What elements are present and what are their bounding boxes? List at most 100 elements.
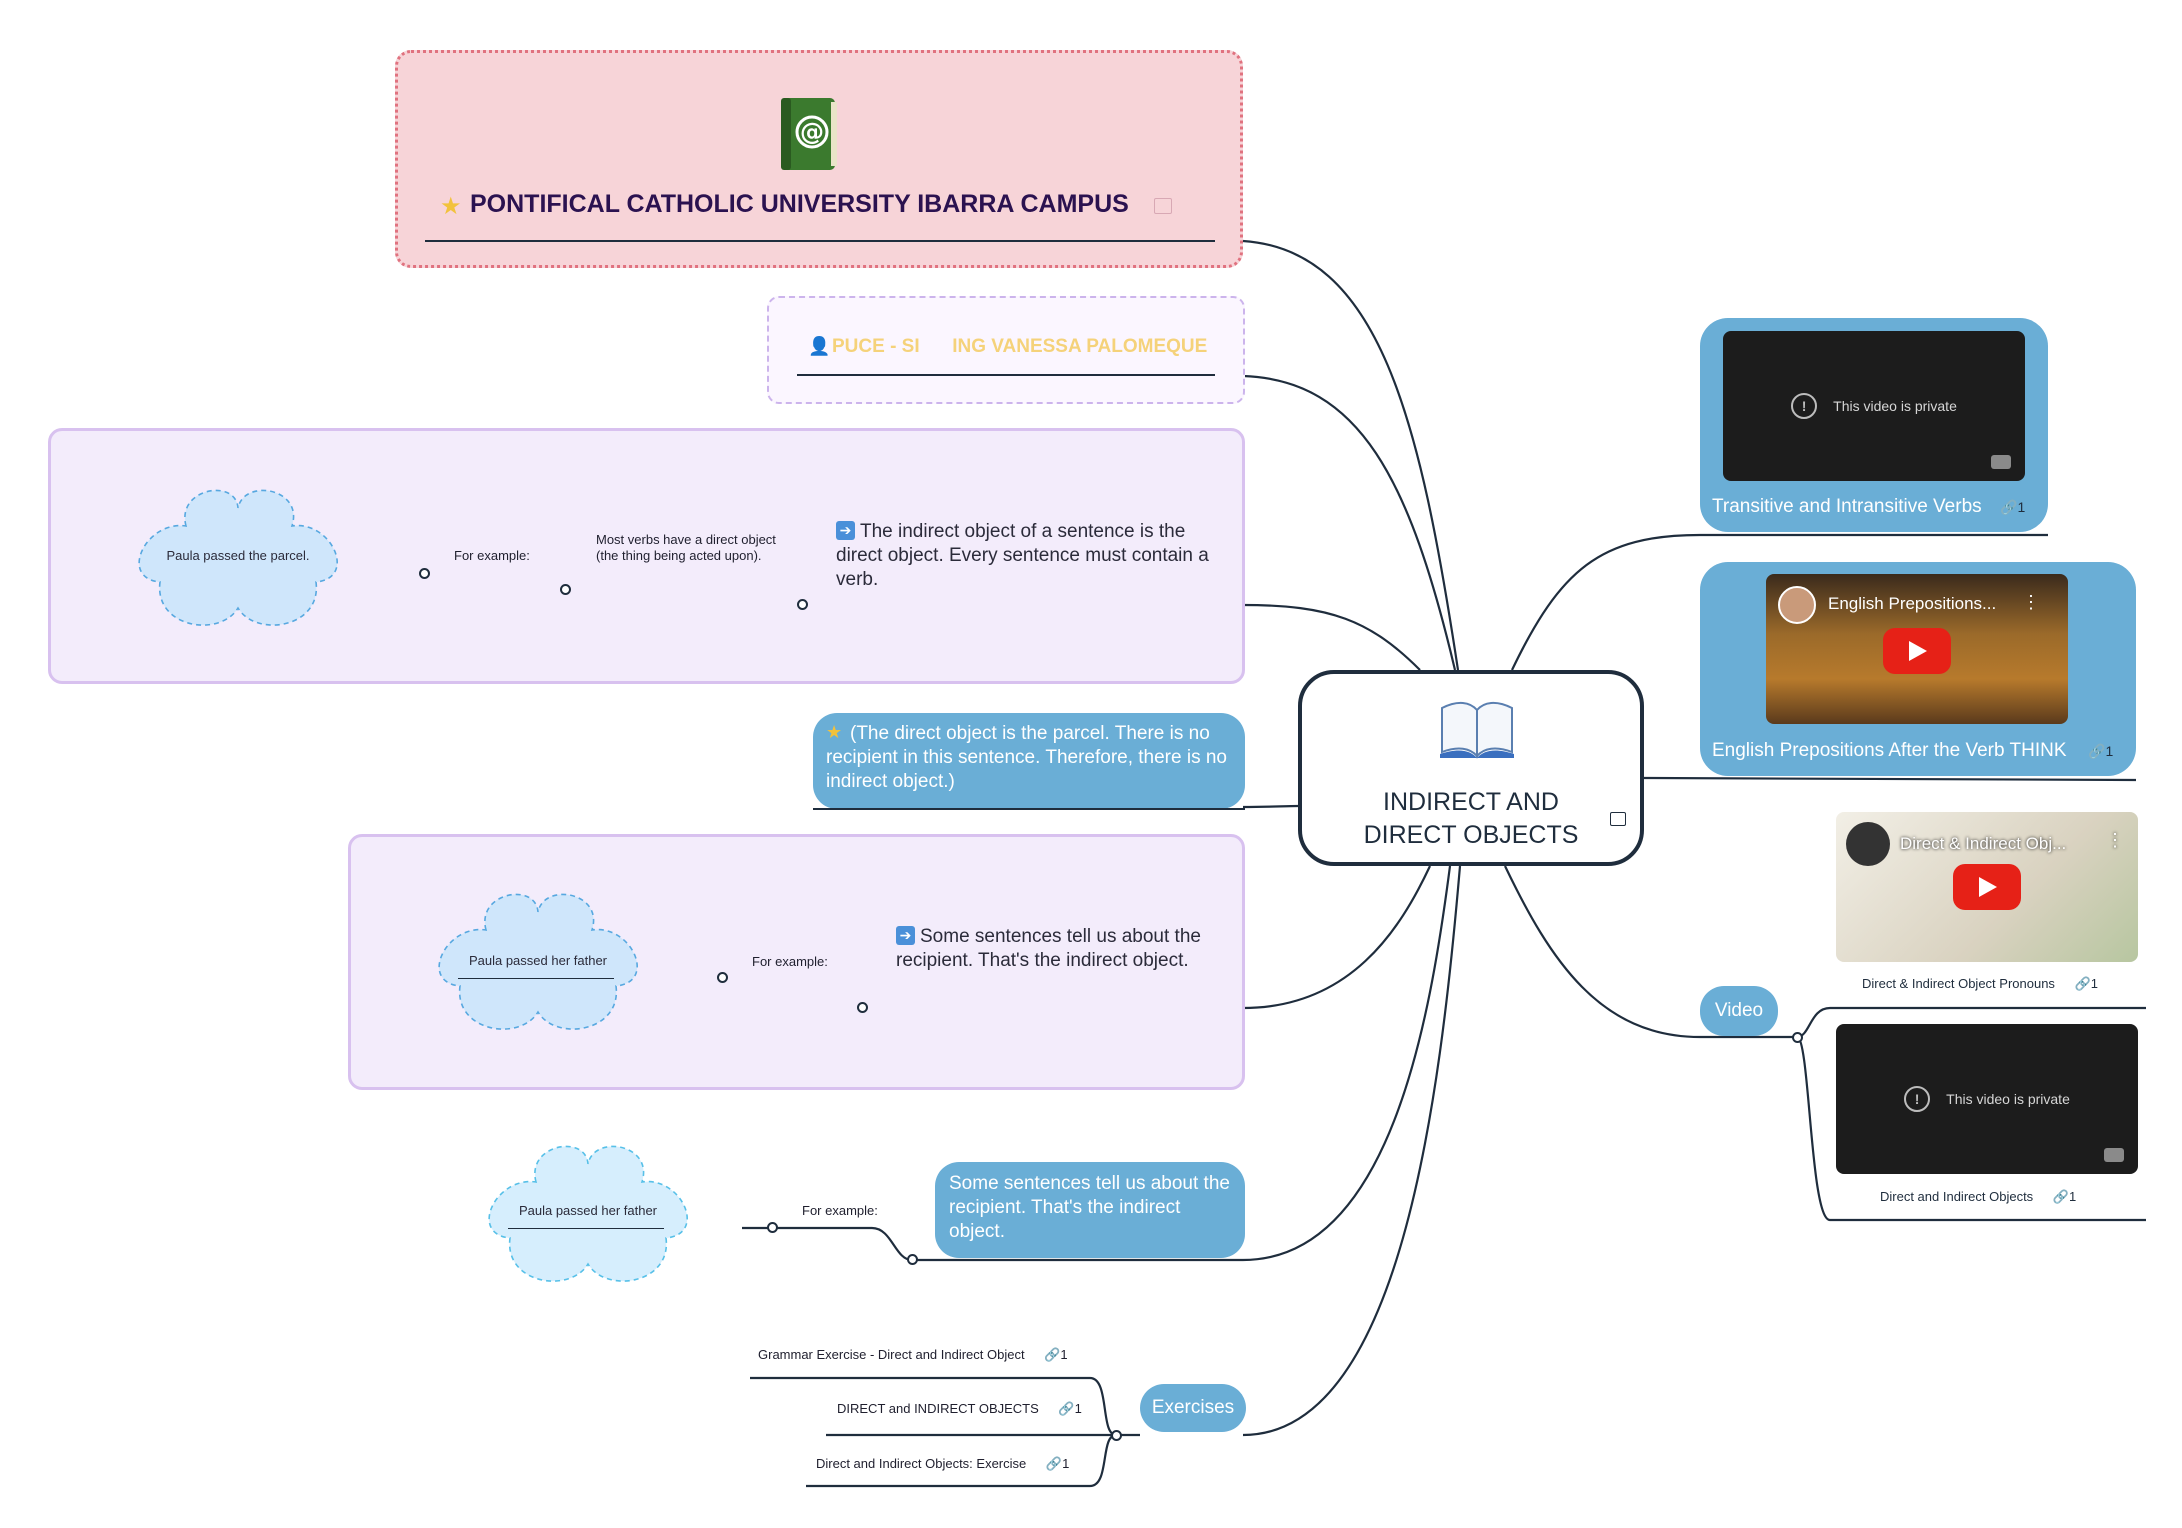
warning-icon: !: [1791, 393, 1818, 419]
svg-text:@: @: [800, 118, 824, 146]
play-icon[interactable]: [1953, 864, 2021, 910]
star-icon: ★: [440, 193, 462, 220]
link-icon: 🔗: [2074, 976, 2091, 991]
subtitle-underline: [797, 374, 1215, 376]
branch1-node-c[interactable]: [419, 568, 430, 579]
video-thumb-title: Direct & Indirect Obj...: [1900, 834, 2067, 853]
link-count: 1: [1074, 1401, 1082, 1416]
link-icon: 🔗: [1044, 1347, 1061, 1362]
youtube-icon: [2104, 1148, 2124, 1162]
link-icon: 🔗: [2088, 743, 2106, 759]
video-pill[interactable]: Video: [1700, 986, 1778, 1036]
wire-branch2: [1242, 865, 1431, 1010]
cloud-shape: [488, 1145, 688, 1282]
video-node[interactable]: [1792, 1032, 1803, 1043]
video-item-1-caption: Direct & Indirect Object Pronouns: [1862, 976, 2055, 991]
video-thumb-title: English Prepositions...: [1828, 594, 1997, 613]
private-text: This video is private: [1946, 1091, 2070, 1107]
exercise-item-2[interactable]: DIRECT and INDIRECT OBJECTS 🔗1: [837, 1401, 1082, 1417]
more-icon: ⋮: [2106, 830, 2124, 850]
branch1-for-example: For example:: [454, 548, 530, 563]
link-count: 1: [2090, 976, 2098, 991]
image-icon: [1154, 198, 1172, 214]
arrow-right-icon: ➔: [896, 926, 915, 945]
center-node[interactable]: INDIRECT AND DIRECT OBJECTS: [1298, 670, 1644, 866]
link-icon: 🔗: [1045, 1456, 1063, 1471]
wire-card2: [1643, 776, 2137, 782]
header-underline: [425, 240, 1215, 242]
branch1-sub-text: Most verbs have a direct object (the thi…: [596, 532, 776, 563]
note-pill[interactable]: [813, 713, 1245, 809]
wire-branch1: [1242, 603, 1421, 671]
subtitle-left: PUCE - SI: [832, 336, 920, 357]
more-icon: ⋮: [2022, 592, 2040, 612]
link-icon: 🔗: [1058, 1401, 1075, 1416]
video-item-2[interactable]: Direct and Indirect Objects 🔗1: [1880, 1189, 2076, 1205]
link-count: 1: [1060, 1347, 1068, 1362]
branch2-text: Some sentences tell us about the recipie…: [896, 926, 1201, 971]
play-icon[interactable]: [1883, 628, 1951, 674]
branch3-cloud-label: Paula passed her father: [518, 1203, 658, 1218]
wire-header: [1242, 239, 1460, 671]
branch3-pill[interactable]: [935, 1162, 1245, 1258]
subtitle-box[interactable]: [767, 296, 1245, 404]
branch2-node-b[interactable]: [717, 972, 728, 983]
wire-subtitle: [1242, 374, 1457, 671]
person-icon: 👤: [808, 336, 831, 356]
exercise-item-1[interactable]: Grammar Exercise - Direct and Indirect O…: [758, 1347, 1068, 1363]
exercise-label: DIRECT and INDIRECT OBJECTS: [837, 1401, 1039, 1416]
exercise-item-3[interactable]: Direct and Indirect Objects: Exercise 🔗1: [816, 1456, 1069, 1472]
wire-note: [1242, 804, 1299, 809]
link-count: 1: [2017, 499, 2026, 515]
branch2-cloud-label: Paula passed her father: [468, 953, 608, 968]
video-item-1[interactable]: Direct & Indirect Object Pronouns 🔗1: [1862, 976, 2098, 992]
wire-exercises: [1242, 865, 1462, 1437]
branch3-text: Some sentences tell us about the recipie…: [949, 1173, 1230, 1242]
branch3-node-a[interactable]: [907, 1254, 918, 1265]
exercises-node[interactable]: [1111, 1430, 1122, 1441]
wire-card1: [1511, 533, 2048, 671]
image-icon: [1610, 812, 1626, 826]
link-icon: 🔗: [2052, 1189, 2069, 1204]
note-text: (The direct object is the parcel. There …: [826, 723, 1227, 792]
address-book-icon: @: [775, 96, 841, 174]
subtitle-right: ING VANESSA PALOMEQUE: [952, 336, 1208, 357]
exercise-label: Grammar Exercise - Direct and Indirect O…: [758, 1347, 1025, 1362]
video-card-2-caption: English Prepositions After the Verb THIN…: [1712, 740, 2067, 761]
branch3-node-b[interactable]: [767, 1222, 778, 1233]
branch2-node-a[interactable]: [857, 1002, 868, 1013]
branch2-for-example: For example:: [752, 954, 828, 969]
header-title: PONTIFICAL CATHOLIC UNIVERSITY IBARRA CA…: [470, 190, 1129, 218]
open-book-icon: [1438, 696, 1516, 762]
cloud-underline: [508, 1228, 664, 1229]
youtube-icon: [1991, 455, 2011, 469]
branch1-node-a[interactable]: [797, 599, 808, 610]
avatar: [1778, 586, 1816, 624]
cloud-shape: [438, 893, 638, 1030]
arrow-right-icon: ➔: [836, 521, 855, 540]
video-thumb-pronouns[interactable]: Direct & Indirect Obj... ⋮: [1836, 812, 2138, 962]
link-count: 1: [2069, 1189, 2077, 1204]
exercises-pill[interactable]: Exercises: [1140, 1384, 1246, 1432]
avatar: [1846, 822, 1890, 866]
video-thumb-private[interactable]: ! This video is private: [1836, 1024, 2138, 1174]
exercise-label: Direct and Indirect Objects: Exercise: [816, 1456, 1027, 1471]
branch1-cloud-label: Paula passed the parcel.: [166, 548, 310, 563]
branch3-for-example: For example:: [802, 1203, 878, 1218]
wire-video: [1504, 865, 1701, 1039]
branch1-text: The indirect object of a sentence is the…: [836, 521, 1209, 590]
video-label: Video: [1714, 1000, 1764, 1021]
star-icon: ★: [826, 722, 843, 742]
link-icon: 🔗: [2000, 499, 2018, 515]
video-thumb-private[interactable]: ! This video is private: [1723, 331, 2025, 481]
note-underline: [813, 808, 1245, 810]
branch1-node-b[interactable]: [560, 584, 571, 595]
private-text: This video is private: [1833, 398, 1957, 414]
exercises-label: Exercises: [1151, 1397, 1235, 1418]
warning-icon: !: [1904, 1086, 1931, 1112]
center-title: INDIRECT AND DIRECT OBJECTS: [1363, 788, 1579, 849]
video-item-2-caption: Direct and Indirect Objects: [1880, 1189, 2034, 1204]
link-count: 1: [2105, 743, 2114, 759]
video-card-1-caption: Transitive and Intransitive Verbs: [1712, 496, 1982, 517]
video-thumb-prepositions[interactable]: English Prepositions... ⋮: [1766, 574, 2068, 724]
